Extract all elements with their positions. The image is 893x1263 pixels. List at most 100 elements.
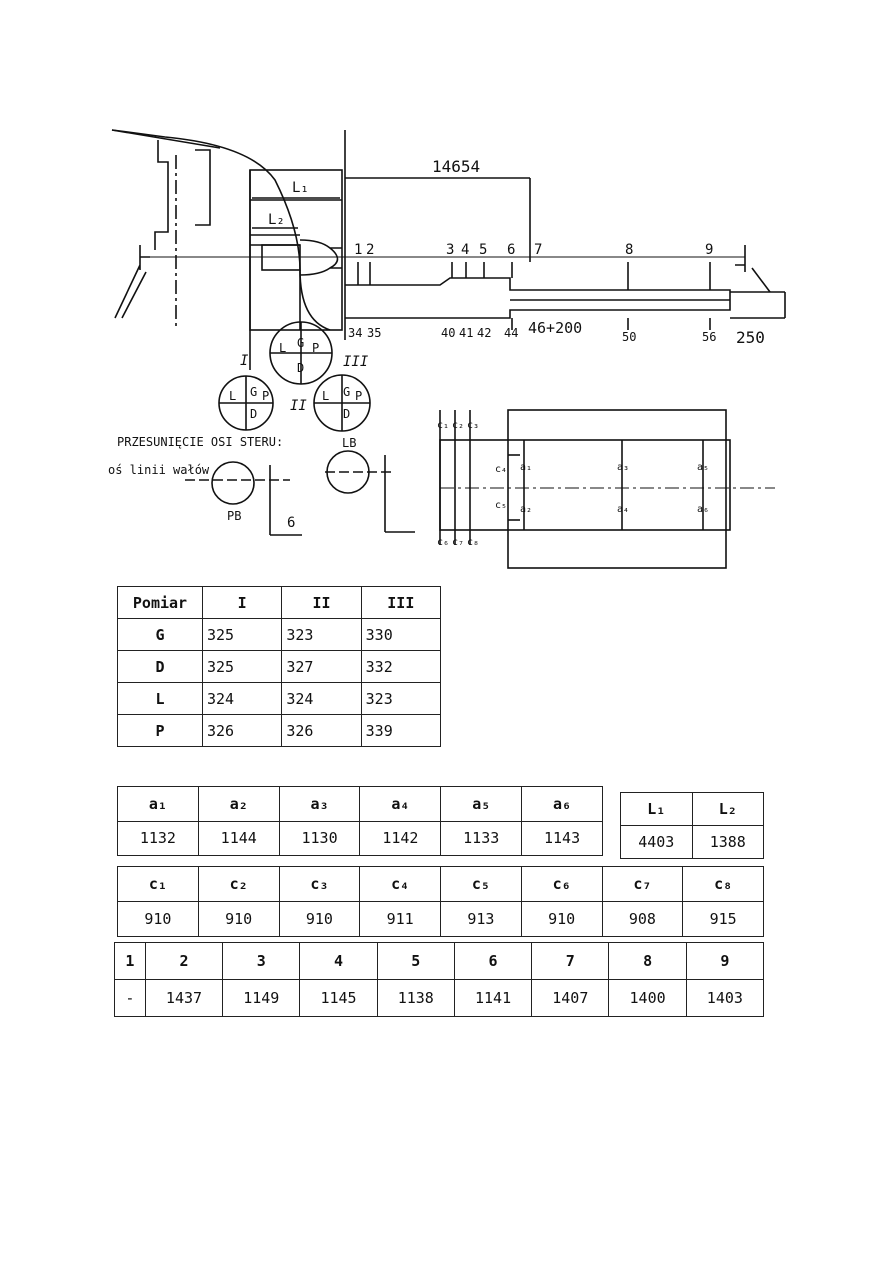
station-56: 56: [702, 330, 716, 344]
table-header: 9: [685, 942, 765, 980]
table-header: c₈: [682, 866, 764, 902]
table-cell: 1403: [685, 979, 765, 1017]
label-L1: L₁: [292, 180, 309, 196]
table-cell: 326: [201, 714, 283, 747]
table-cell: 339: [360, 714, 442, 747]
table-cell: 1400: [608, 979, 687, 1017]
circle-I-L: L: [229, 389, 236, 403]
table-header: L₁: [620, 792, 693, 826]
offset-title: PRZESUNIĘCIE OSI STERU:: [117, 435, 283, 449]
table-header: 6: [453, 942, 533, 980]
table-header: 7: [531, 942, 610, 980]
station-values-table: 1 2 3 4 5 6 7 8 9 - 1437 1149 1145 1138 …: [114, 942, 765, 1017]
c1-top: c₁: [437, 420, 449, 431]
circle-II-D: D: [297, 361, 304, 375]
table-cell: 326: [281, 714, 362, 747]
station-34: 34: [348, 326, 362, 340]
table-cell: 1130: [278, 820, 361, 856]
station-42: 42: [477, 326, 491, 340]
table-cell: 4403: [620, 825, 693, 859]
pomiar-table: Pomiar I II III G 325 323 330 D 325 327 …: [117, 586, 442, 747]
table-cell: 1388: [691, 825, 764, 859]
circle-III-G: G: [343, 385, 350, 399]
table-cell: 1133: [440, 820, 523, 856]
c3-top: c₃: [467, 420, 479, 431]
hull-stern-curve: [111, 129, 221, 149]
table-cell: 910: [520, 901, 603, 937]
table-cell: 1143: [521, 820, 603, 856]
station-8: 8: [625, 242, 633, 258]
table-cell: 1144: [197, 820, 280, 856]
hull-curve: [111, 129, 331, 331]
table-cell: 908: [601, 901, 684, 937]
table-header: a₃: [278, 786, 361, 822]
c5: c₅: [495, 500, 507, 511]
l-values-table: L₁ L₂ 4403 1388: [620, 792, 764, 859]
a-values-table: a₁ a₂ a₃ a₄ a₅ a₆ 1132 1144 1130 1142 11…: [117, 786, 603, 856]
table-cell: 325: [201, 618, 283, 651]
table-cell: 913: [440, 901, 522, 937]
table-cell: 325: [201, 650, 283, 683]
station-40: 40: [441, 326, 455, 340]
station-35: 35: [367, 326, 381, 340]
table-header: 4: [299, 942, 378, 980]
c-values-table: c₁ c₂ c₃ c₄ c₅ c₆ c₇ c₈ 910 910 910 911 …: [117, 866, 764, 937]
a1: a₁: [520, 462, 532, 473]
table-cell: 915: [682, 901, 764, 937]
a6: a₆: [697, 504, 709, 515]
table-header: c₁: [117, 866, 199, 902]
table-header: II: [281, 586, 362, 619]
table-header: 2: [144, 942, 224, 980]
table-cell: 324: [281, 682, 362, 715]
table-header: 8: [608, 942, 687, 980]
station-7: 7: [534, 242, 542, 258]
c4: c₄: [495, 464, 507, 475]
table-header: III: [360, 586, 442, 619]
c6-bottom: c₆: [437, 537, 449, 548]
table-header: a₆: [521, 786, 603, 822]
circle-II-L: L: [279, 341, 286, 355]
row-label: D: [117, 650, 203, 683]
station-1: 1: [354, 242, 362, 258]
station-41: 41: [459, 326, 473, 340]
roman-III: III: [343, 354, 369, 370]
table-cell: 1437: [144, 979, 224, 1017]
table-header: 5: [376, 942, 455, 980]
circle-II-P: P: [312, 341, 319, 355]
table-cell: 910: [197, 901, 280, 937]
roman-I: I: [240, 353, 249, 369]
table-cell: 1142: [359, 820, 442, 856]
table-header: Pomiar: [117, 586, 203, 619]
row-label: G: [117, 618, 203, 651]
station-9: 9: [705, 242, 713, 258]
row-label: L: [117, 682, 203, 715]
table-cell: 1145: [299, 979, 378, 1017]
table-cell: -: [114, 979, 146, 1017]
c7-bottom: c₇: [452, 537, 464, 548]
table-header: c₃: [278, 866, 361, 902]
table-header: a₅: [440, 786, 523, 822]
table-header: a₁: [117, 786, 199, 822]
lb-label: LB: [342, 436, 356, 450]
station-5: 5: [479, 242, 487, 258]
a4: a₄: [617, 504, 629, 515]
table-header: c₄: [359, 866, 441, 902]
table-cell: 323: [360, 682, 442, 715]
roman-II: II: [290, 398, 307, 414]
table-header: c₂: [197, 866, 280, 902]
station-6: 6: [507, 242, 515, 258]
sternframe: [154, 140, 169, 250]
circle-I-D: D: [250, 407, 257, 421]
a5: a₅: [697, 462, 709, 473]
circle-I-P: P: [262, 389, 269, 403]
end-label-250: 250: [736, 328, 765, 347]
table-header: I: [201, 586, 283, 619]
station-4: 4: [461, 242, 469, 258]
table-cell: 1138: [376, 979, 455, 1017]
a2: a₂: [520, 504, 532, 515]
table-cell: 323: [281, 618, 362, 651]
table-header: a₂: [197, 786, 280, 822]
a3: a₃: [617, 462, 629, 473]
table-cell: 1149: [222, 979, 301, 1017]
